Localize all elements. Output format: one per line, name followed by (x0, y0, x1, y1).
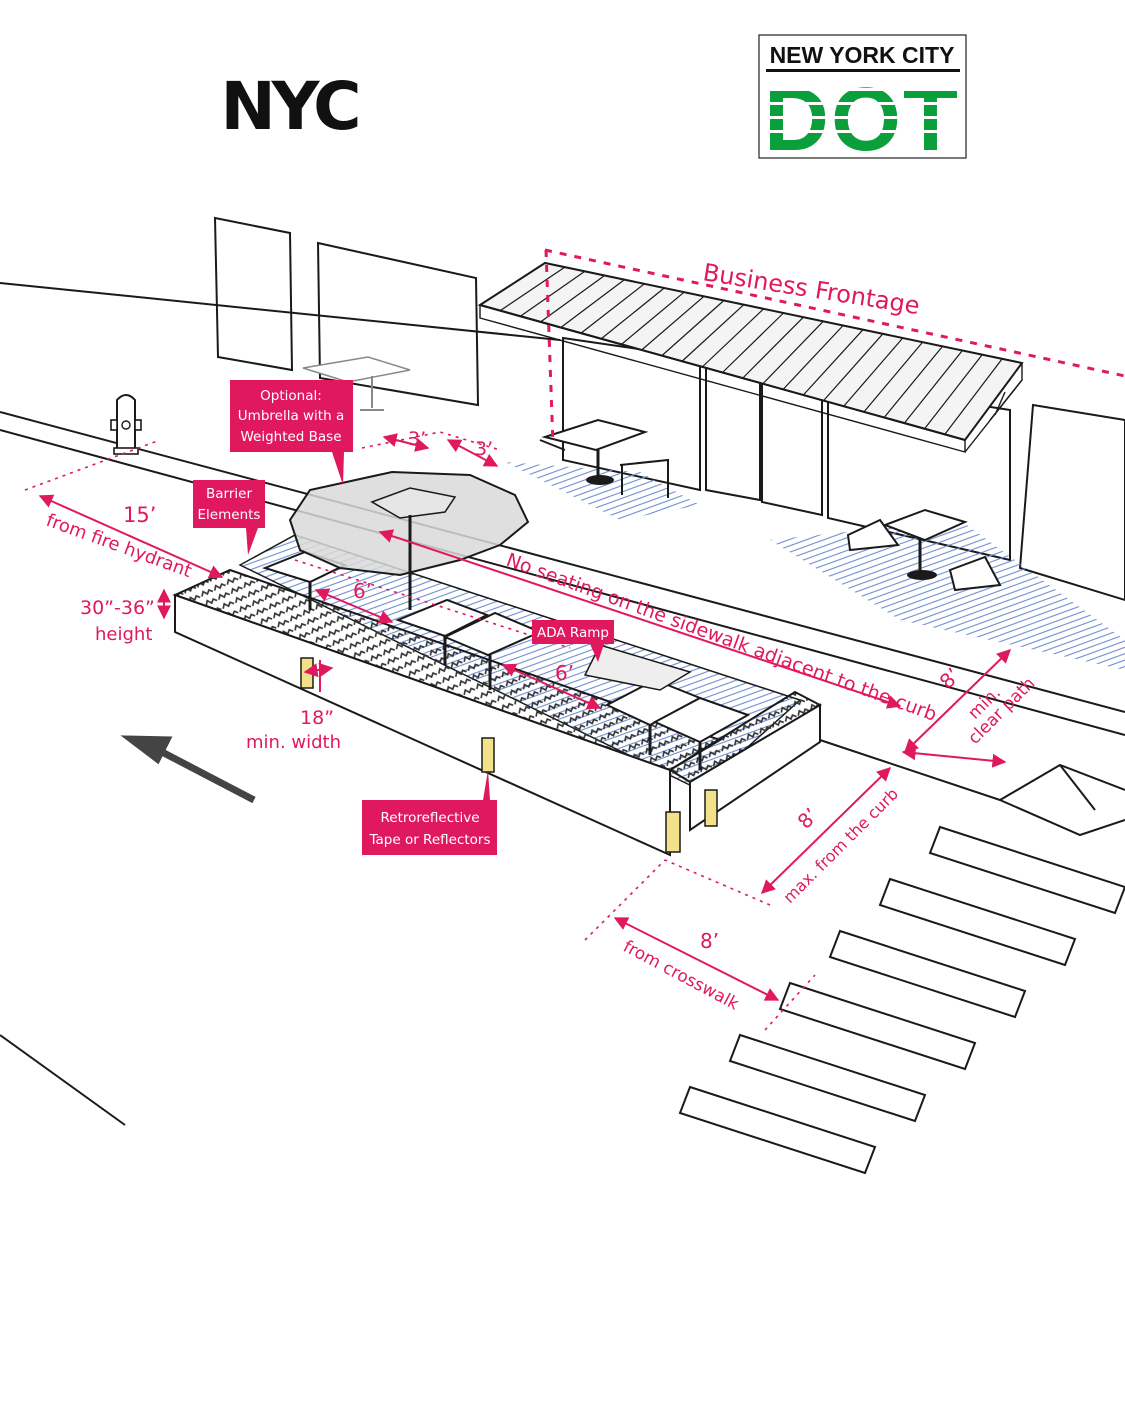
callout-reflective-line1: Retroreflective (380, 810, 479, 826)
traffic-direction-arrow-icon (125, 737, 254, 800)
callout-reflective-line2: Tape or Reflectors (369, 832, 491, 848)
crosswalk-bar (830, 931, 1025, 1017)
crosswalk-bar (780, 983, 975, 1069)
dim-3ft-a: 3’ (408, 428, 426, 450)
crosswalk-text: from crosswalk (620, 937, 742, 1015)
crosswalk-bar (880, 879, 1075, 965)
roadway-dining-setup (175, 472, 820, 855)
reflector (705, 790, 717, 826)
callout-umbrella-line3: Weighted Base (240, 429, 341, 445)
callout-umbrella-line2: Umbrella with a (238, 408, 344, 424)
hydrant-text: from fire hydrant (43, 510, 194, 582)
reflector (301, 658, 313, 688)
height-value: 30”-36” (80, 597, 155, 619)
reflector (482, 738, 494, 772)
dim-3ft-b: 3’ (475, 438, 493, 460)
callout-barrier-line2: Elements (198, 507, 261, 523)
crosswalk-bar (730, 1035, 925, 1121)
callout-umbrella: Optional: Umbrella with a Weighted Base (230, 380, 353, 485)
nyc-logo-text: NYC (220, 68, 358, 145)
curb-value: 8’ (793, 803, 823, 833)
crosswalk-bar (680, 1087, 875, 1173)
crosswalk-value: 8’ (700, 929, 719, 953)
callout-barrier: Barrier Elements (193, 480, 265, 555)
crosswalk-bar (930, 827, 1125, 913)
min-width-text: min. width (246, 732, 341, 753)
hydrant-value: 15’ (123, 503, 156, 527)
callout-umbrella-line1: Optional: (260, 388, 322, 404)
nyc-dot-logo: NEW YORK CITY DOT (759, 35, 966, 170)
nyc-logo: NYC (208, 68, 370, 145)
callout-ada-line1: ADA Ramp (537, 625, 609, 641)
curb-text: max. from the curb (779, 784, 902, 907)
height-text: height (95, 624, 152, 645)
dot-logo-line2: DOT (764, 70, 960, 170)
callout-reflective: Retroreflective Tape or Reflectors (362, 770, 497, 855)
fire-hydrant-icon (111, 395, 141, 454)
dot-logo-line1: NEW YORK CITY (770, 42, 955, 68)
crosswalk (680, 827, 1125, 1173)
table-gap-a: 6’ (353, 579, 372, 603)
min-width-value: 18” (300, 707, 334, 729)
callout-barrier-line1: Barrier (206, 486, 252, 502)
reflector (666, 812, 680, 852)
table-gap-b: 6’ (555, 661, 574, 685)
